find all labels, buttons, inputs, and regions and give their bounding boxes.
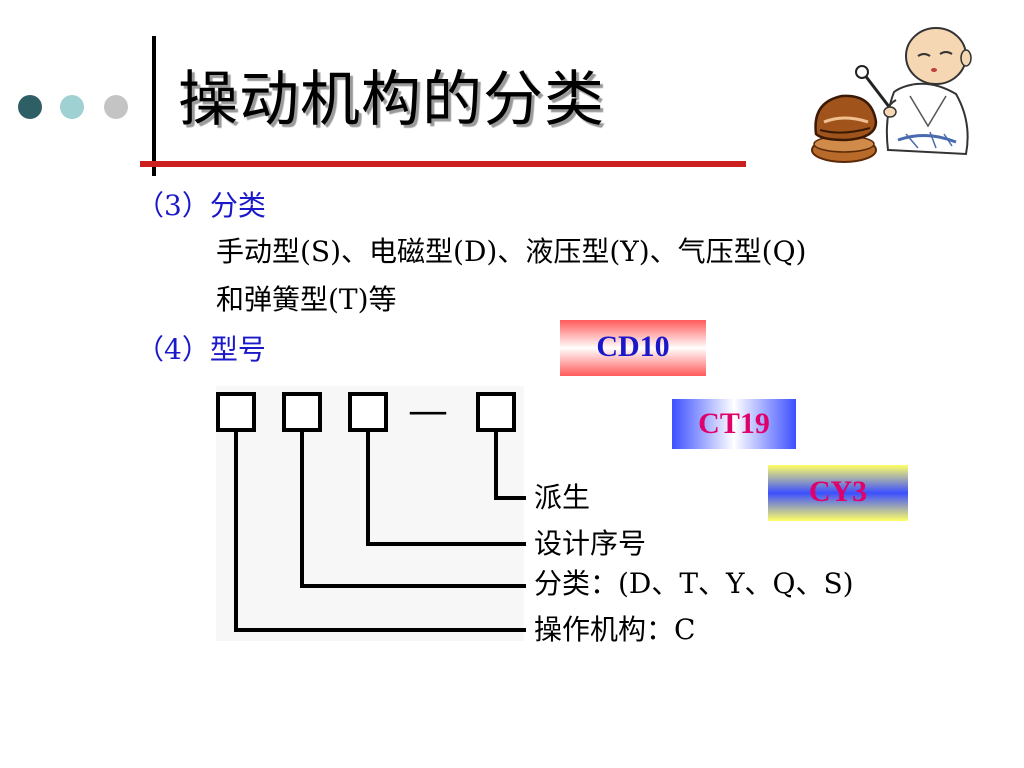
code-box-2	[282, 392, 322, 432]
code-dash: —	[408, 388, 448, 434]
decorative-dot-dark-icon	[18, 95, 42, 119]
connector-design-seq-horizontal	[366, 542, 526, 546]
model-tag-cy3: CY3	[768, 465, 908, 521]
connector-class-vertical	[300, 432, 304, 588]
monk-with-wooden-fish-icon	[806, 22, 978, 168]
connector-mechanism-vertical	[234, 432, 238, 632]
title-vertical-rule	[152, 36, 156, 176]
decorative-dot-teal-icon	[60, 95, 84, 119]
classification-text-line-1: 手动型(S)、电磁型(D)、液压型(Y)、气压型(Q)	[216, 235, 807, 268]
code-box-3	[348, 392, 388, 432]
section-heading-model-number: （4）型号	[136, 333, 266, 366]
code-box-1	[216, 392, 256, 432]
classification-text-line-2: 和弹簧型(T)等	[216, 283, 397, 316]
connector-design-seq-vertical	[366, 432, 370, 546]
label-operating-mechanism: 操作机构：C	[534, 613, 696, 646]
model-tag-ct19: CT19	[672, 399, 796, 449]
label-design-sequence: 设计序号	[534, 527, 647, 560]
label-classification: 分类：(D、T、Y、Q、S)	[534, 567, 854, 600]
title-underline	[140, 161, 746, 167]
connector-class-horizontal	[300, 584, 526, 588]
model-tag-cd10: CD10	[560, 320, 706, 376]
slide-title: 操动机构的分类	[178, 65, 605, 135]
connector-derivative-vertical	[494, 432, 498, 500]
code-box-4	[476, 392, 516, 432]
label-derivative: 派生	[534, 481, 591, 514]
section-heading-classification: （3）分类	[136, 189, 266, 222]
connector-mechanism-horizontal	[234, 628, 526, 632]
decorative-dot-grey-icon	[104, 95, 128, 119]
connector-derivative-horizontal	[494, 496, 526, 500]
